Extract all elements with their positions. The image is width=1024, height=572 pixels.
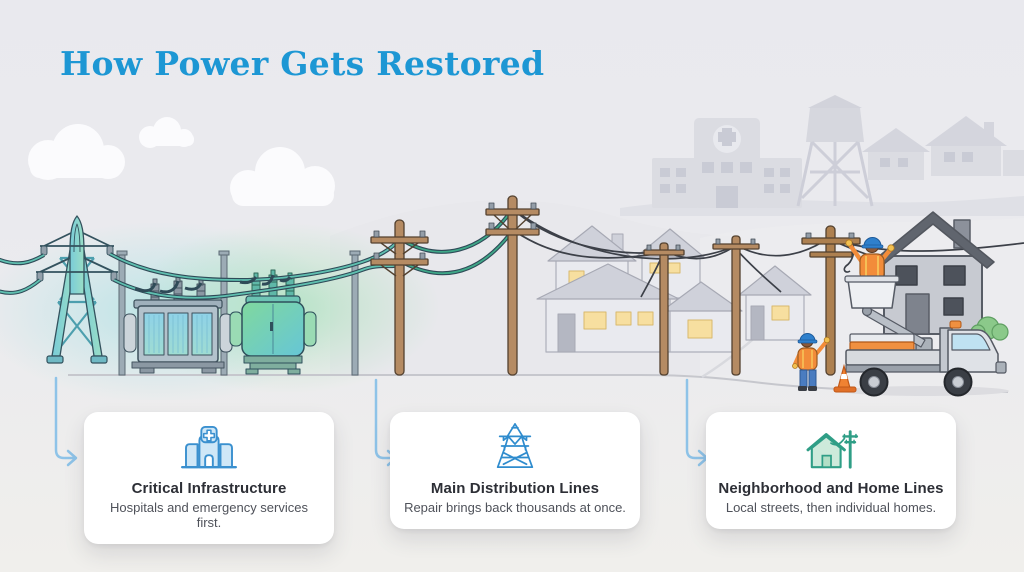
- hospital-icon: [178, 425, 240, 471]
- skyline-silhouette: [620, 95, 1024, 216]
- line-worker-bucket: [845, 237, 895, 281]
- line-worker-ground: [792, 333, 831, 391]
- card-title: Neighborhood and Home Lines: [718, 480, 944, 497]
- transmission-tower: [36, 215, 118, 364]
- card-title: Critical Infrastructure: [131, 480, 287, 497]
- transmission-tower-icon: [492, 423, 538, 471]
- distribution-poles: [370, 195, 861, 376]
- unpowered-house: [871, 211, 1009, 341]
- hospital-cross-icon: [713, 125, 741, 153]
- card-description: Hospitals and emergency services first.: [110, 500, 308, 530]
- wheel: [943, 367, 973, 397]
- traffic-cone: [833, 363, 857, 393]
- neighborhood-houses: [536, 225, 812, 353]
- flow-arrow-1: [54, 376, 78, 467]
- clouds: [28, 117, 335, 206]
- wheel: [859, 367, 889, 397]
- card-neighborhood-home-lines: Neighborhood and Home Lines Local street…: [706, 412, 956, 529]
- card-title: Main Distribution Lines: [430, 480, 600, 497]
- card-critical-infrastructure: Critical Infrastructure Hospitals and em…: [84, 412, 334, 544]
- illustration-scene: [0, 95, 1024, 400]
- house-power-line-icon: [800, 425, 862, 471]
- bucket-truck: [841, 237, 1009, 397]
- bucket: [847, 279, 897, 309]
- card-description: Repair brings back thousands at once.: [404, 500, 626, 515]
- water-tower-silhouette: [796, 95, 874, 207]
- house-silhouettes: [862, 116, 1024, 180]
- card-main-distribution-lines: Main Distribution Lines Repair brings ba…: [390, 412, 640, 529]
- page-title: How Power Gets Restored: [60, 44, 545, 83]
- beacon-light: [949, 320, 962, 329]
- hospital-windows: [660, 162, 790, 208]
- card-description: Local streets, then individual homes.: [725, 500, 937, 515]
